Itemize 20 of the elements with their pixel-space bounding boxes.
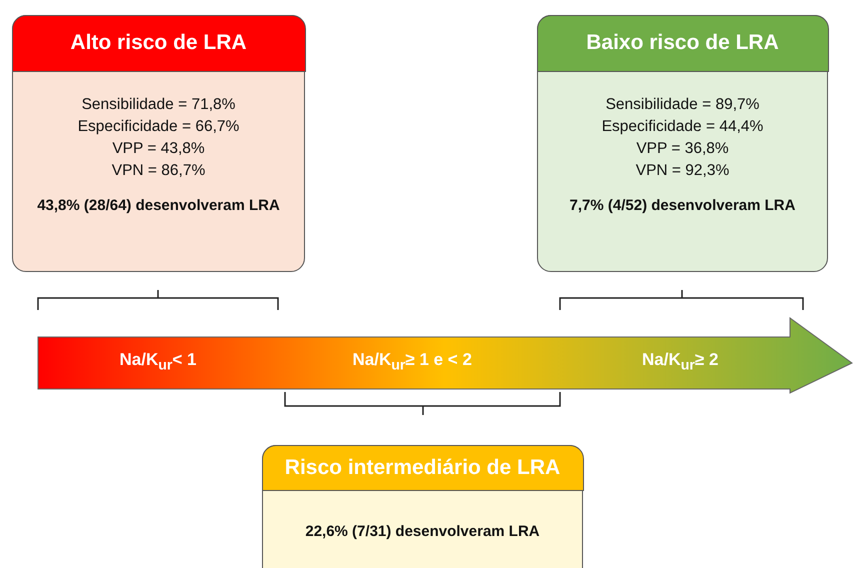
risk-card [262, 445, 583, 568]
range-label: Na/K$_{ur}$≥ 1 e < 2 [352, 350, 472, 374]
statistic-line: Sensibilidade = 71,8% [80, 95, 236, 115]
outcome-text: 43,8% (28/64) desenvolveram LRA [36, 196, 281, 215]
statistic-line: VPP = 43,8% [111, 139, 206, 159]
statistic-line: Especificidade = 44,4% [600, 117, 764, 137]
risk-card [12, 15, 305, 272]
range-label: Na/K$_{ur}$< 1 [120, 350, 196, 374]
card-header: Baixo risco de LRA [536, 14, 828, 72]
card-header: Alto risco de LRA [12, 14, 306, 72]
statistic-line: VPP = 36,8% [635, 139, 730, 159]
outcome-text: 22,6% (7/31) desenvolveram LRA [304, 522, 541, 541]
outcome-text: 7,7% (4/52) desenvolveram LRA [568, 196, 796, 215]
statistic-line: VPN = 86,7% [110, 161, 206, 181]
statistic-line: Sensibilidade = 89,7% [604, 95, 760, 115]
statistic-line: Especificidade = 66,7% [76, 117, 240, 137]
risk-card [537, 15, 828, 272]
card-header: Risco intermediário de LRA [262, 444, 584, 490]
statistic-line: VPN = 92,3% [634, 161, 730, 181]
range-label: Na/K$_{ur}$≥ 2 [642, 350, 718, 374]
